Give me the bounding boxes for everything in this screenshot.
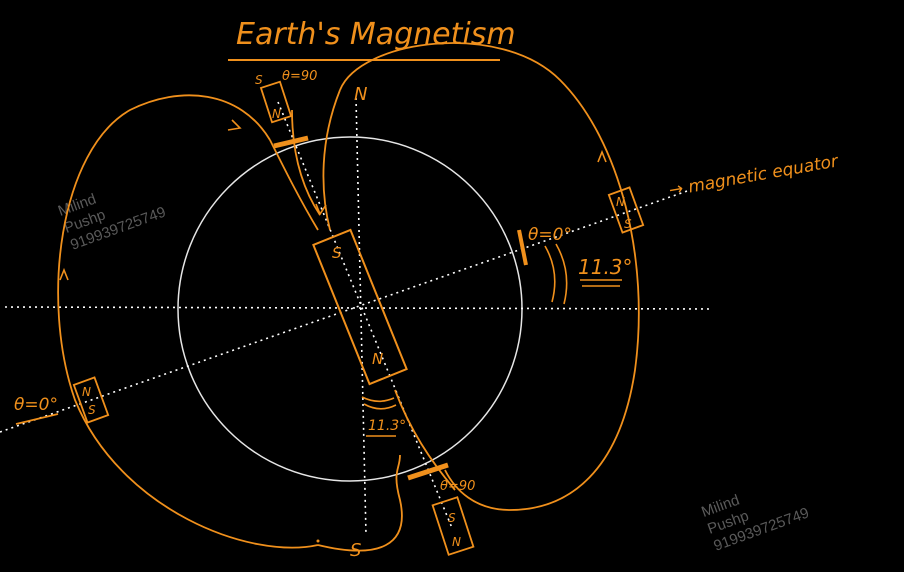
watermark-right: Milind Pushp 919939725749 [699, 491, 811, 554]
title: Earth's Magnetism [236, 17, 516, 52]
field-line-south-exit [394, 389, 456, 491]
earth-circle [177, 136, 523, 482]
core-magnet-north-label: N [372, 350, 383, 368]
field-line-bottom-left [317, 454, 403, 552]
needle-left-south-label: S [88, 403, 96, 417]
needle-bottom-south-label: S [448, 511, 456, 525]
arrow-icon [597, 149, 607, 163]
geographic-north-label: N [354, 84, 367, 105]
needle-top [259, 80, 293, 124]
arrow-icon [315, 203, 327, 216]
magnetic-equator-line [0, 189, 691, 433]
core-bar-magnet [312, 228, 408, 386]
arrow-icon [227, 119, 242, 131]
field-line-right-outer [339, 42, 640, 511]
needle-top-north-label: N [272, 107, 281, 121]
field-line-right-inner [322, 89, 341, 231]
needle-bottom [431, 496, 475, 556]
theta-0-left-label: θ=0° [14, 395, 58, 415]
core-magnet-south-label: S [332, 244, 342, 262]
angle-arc-right-inner [544, 245, 556, 303]
needle-right-south-label: S [624, 217, 632, 231]
needle-left [72, 376, 110, 424]
watermark-left: Milind Pushp 919939725749 [56, 191, 168, 254]
angle-arc-center-outer [363, 403, 397, 410]
angle-arc-right-outer [555, 243, 568, 305]
magnetic-equator-label: → magnetic equator [667, 151, 840, 201]
pole-marker-top [273, 135, 309, 149]
angle-11-3-center-label: 11.3° [368, 418, 406, 434]
needle-right [607, 186, 645, 234]
geographic-axis-line [355, 97, 367, 536]
geographic-equator-line [4, 306, 713, 310]
dot-marker [316, 539, 320, 543]
theta-90-top-label: θ=90 [282, 69, 317, 84]
theta-90-bottom-label: θ=90 [440, 479, 475, 494]
theta-0-right-label: θ=0° [528, 225, 572, 245]
needle-bottom-north-label: N [452, 535, 461, 549]
field-line-left-outer [57, 94, 319, 549]
needle-left-underline [15, 413, 59, 425]
needle-top-south-label: S [255, 73, 263, 87]
field-line-inner-left [291, 109, 321, 216]
angle-11-3-right-label: 11.3° [578, 255, 633, 279]
pole-marker-bottom [407, 462, 449, 481]
angle-arc-center-inner [361, 396, 395, 403]
field-line-left-entry [269, 139, 319, 231]
needle-right-north-label: N [616, 195, 625, 209]
equator-marker-right [517, 229, 528, 266]
arrow-icon [59, 267, 69, 281]
needle-left-north-label: N [82, 385, 91, 399]
